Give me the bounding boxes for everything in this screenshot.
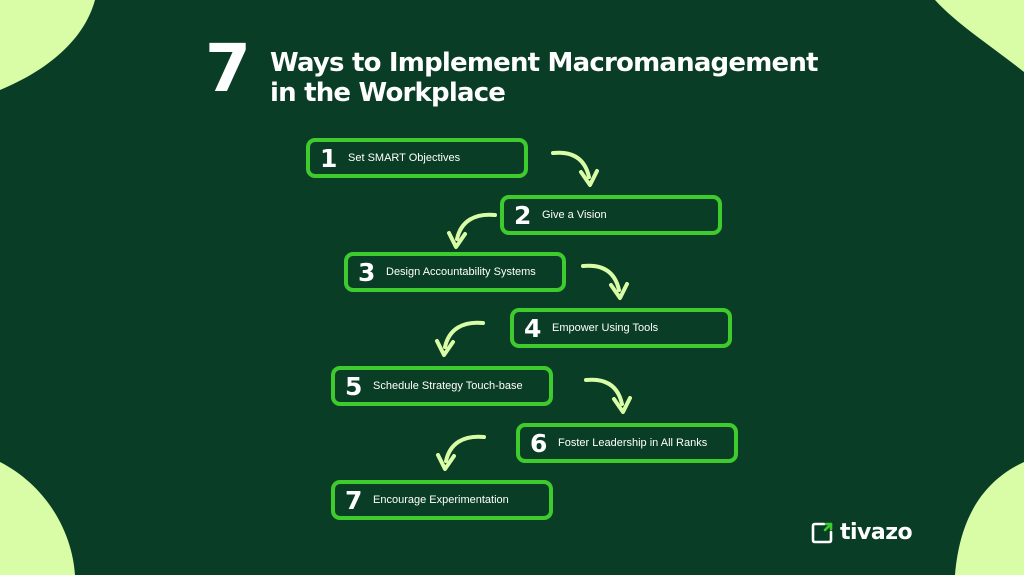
step-number: 7: [345, 485, 363, 515]
title-line-1: Ways to Implement Macromanagement: [270, 48, 818, 78]
step-label: Design Accountability Systems: [386, 266, 536, 278]
arrow-down-right-icon: [581, 263, 629, 300]
step-label: Give a Vision: [542, 209, 607, 221]
step-7: 7 Encourage Experimentation: [331, 480, 553, 520]
title-line-2: in the Workplace: [270, 78, 506, 108]
step-label: Foster Leadership in All Ranks: [558, 437, 708, 449]
step-number: 1: [320, 143, 338, 173]
step-label: Encourage Experimentation: [373, 494, 509, 506]
step-2: 2 Give a Vision: [500, 195, 722, 235]
step-number: 4: [524, 313, 542, 343]
brand-logo-text: tivazo: [840, 520, 913, 545]
step-number: 6: [530, 428, 548, 458]
step-number: 3: [358, 257, 376, 287]
step-6: 6 Foster Leadership in All Ranks: [516, 423, 738, 463]
step-label: Set SMART Objectives: [348, 152, 461, 164]
arrow-down-left-icon: [436, 434, 486, 471]
step-label: Schedule Strategy Touch-base: [373, 380, 523, 392]
arrow-down-right-icon: [551, 150, 599, 187]
brand-logo: tivazo: [810, 520, 913, 545]
step-number: 5: [345, 371, 363, 401]
arrow-down-left-icon: [447, 212, 497, 249]
step-5: 5 Schedule Strategy Touch-base: [331, 366, 553, 406]
step-4: 4 Empower Using Tools: [510, 308, 732, 348]
page-title: Ways to Implement Macromanagement in the…: [270, 48, 818, 108]
arrow-down-right-icon: [584, 377, 632, 414]
step-number: 2: [514, 200, 532, 230]
step-1: 1 Set SMART Objectives: [306, 138, 528, 178]
tivazo-logo-icon: [811, 522, 833, 544]
step-label: Empower Using Tools: [552, 322, 659, 334]
step-3: 3 Design Accountability Systems: [344, 252, 566, 292]
arrow-down-left-icon: [435, 320, 485, 357]
title-number: 7: [205, 30, 251, 107]
